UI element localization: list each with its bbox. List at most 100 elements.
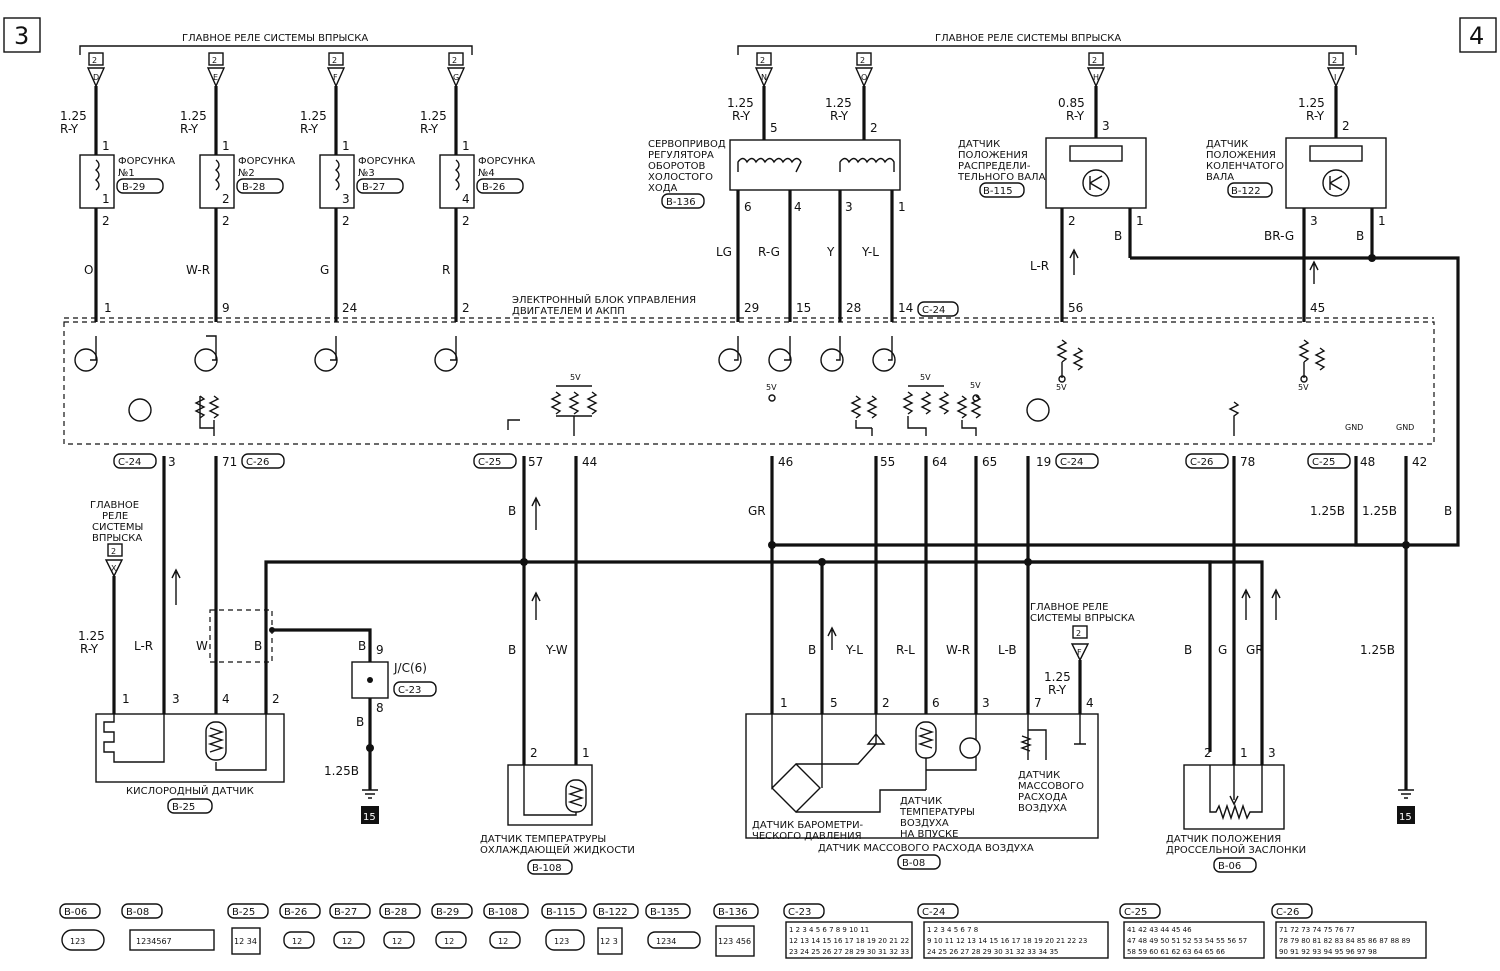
svg-text:2: 2 (92, 56, 97, 65)
coolant-temp-sensor: B B Y-W 2 1 ДАТЧИК ТЕМПЕРАТРУРЫ ОХЛАЖДАЮ… (480, 456, 635, 875)
injector-1: 2 D 1.25 R-Y 1 1 ФОРСУНКА №1 B-29 2 O 1 (60, 52, 175, 322)
svg-text:СИСТЕМЫ: СИСТЕМЫ (92, 522, 143, 533)
svg-text:ВОЗДУХА: ВОЗДУХА (900, 818, 949, 829)
svg-text:65: 65 (982, 455, 997, 469)
injector-number: №3 (358, 168, 375, 179)
svg-text:71 72 73 74 75 76 77: 71 72 73 74 75 76 77 (1279, 926, 1355, 934)
svg-text:B-26: B-26 (284, 907, 307, 918)
svg-text:B: B (1184, 643, 1192, 657)
svg-text:РАСХОДА: РАСХОДА (1018, 792, 1067, 803)
svg-text:R-Y: R-Y (830, 109, 849, 123)
ecu-box (63, 321, 1435, 445)
injector-title: ФОРСУНКА (238, 156, 295, 167)
svg-text:J/C(6): J/C(6) (393, 661, 427, 675)
svg-text:C-24: C-24 (118, 457, 141, 468)
svg-text:1234567: 1234567 (136, 937, 172, 946)
svg-text:B: B (808, 643, 816, 657)
relay-pin: E (213, 73, 218, 82)
svg-text:12 34: 12 34 (234, 937, 257, 946)
svg-text:1.25: 1.25 (1298, 96, 1325, 110)
camshaft-sensor: ДАТЧИК ПОЛОЖЕНИЯ РАСПРЕДЕЛИ- ТЕЛЬНОГО ВА… (957, 52, 1147, 322)
svg-text:5V: 5V (570, 373, 581, 382)
svg-text:2: 2 (1204, 746, 1212, 760)
svg-text:ТЕМПЕРАТУРЫ: ТЕМПЕРАТУРЫ (899, 807, 975, 818)
svg-text:B: B (358, 639, 366, 653)
idle-air-control: СЕРВОПРИВОД РЕГУЛЯТОРА ОБОРОТОВ ХОЛОСТОГ… (648, 52, 959, 322)
svg-text:1.25B: 1.25B (1362, 504, 1397, 518)
connector-view-B-29: B-29 12 (431, 903, 473, 949)
arrow-up-icon (827, 626, 837, 650)
page-number-right: 4 (1469, 22, 1484, 50)
svg-text:B-29: B-29 (436, 907, 459, 918)
pin-in: 1 (462, 139, 470, 153)
transistor-icon (872, 348, 896, 372)
svg-text:2: 2 (1068, 214, 1076, 228)
injector-3: 2 F 1.25 R-Y 1 3 ФОРСУНКА №3 B-27 2 G 24 (300, 52, 415, 322)
svg-text:B-108: B-108 (488, 907, 518, 918)
ecu-unit: ЭЛЕКТРОННЫЙ БЛОК УПРАВЛЕНИЯ ДВИГАТЕЛЕМ И… (63, 293, 1435, 445)
svg-text:ДРОССЕЛЬНОЙ ЗАСЛОНКИ: ДРОССЕЛЬНОЙ ЗАСЛОНКИ (1166, 843, 1306, 856)
svg-text:58 59 60 61 62 63 64 65 66: 58 59 60 61 62 63 64 65 66 (1127, 948, 1226, 956)
injector-number: №2 (238, 168, 255, 179)
sensor-body (1045, 137, 1147, 209)
injector-number: №4 (478, 168, 495, 179)
ecu-bottom-pins: C-24 3 71 C-26 C-25 57 44 46 55 64 65 19… (113, 453, 1427, 469)
svg-text:2: 2 (111, 547, 116, 556)
svg-text:78: 78 (1240, 455, 1255, 469)
iac-body (729, 139, 901, 191)
injector-number: №1 (118, 168, 135, 179)
transistor-icon (434, 348, 458, 372)
svg-text:B-135: B-135 (650, 907, 680, 918)
ecu-pin: 1 (104, 301, 112, 315)
svg-text:1.25B: 1.25B (1360, 643, 1395, 657)
connector-view-B-135: B-135 1234 (645, 903, 701, 949)
svg-text:Y-L: Y-L (861, 245, 879, 259)
svg-text:W: W (196, 639, 208, 653)
arrow-up-icon (1241, 588, 1251, 620)
connector-view-B-06: B-06 123 (59, 903, 105, 951)
svg-text:64: 64 (932, 455, 947, 469)
coil-icon (334, 159, 340, 191)
arrow-up-icon (1069, 248, 1079, 275)
injector-4: 2 G 1.25 R-Y 1 4 ФОРСУНКА №4 B-26 2 R 2 (420, 52, 535, 322)
connector-views: B-06 123 B-08 1234567 B-25 12 34 B-26 12… (59, 903, 1427, 959)
bridge-icon (771, 714, 821, 813)
pin-in: 1 (222, 139, 230, 153)
svg-text:123: 123 (554, 937, 569, 946)
wire-size: 1.25 (60, 109, 87, 123)
svg-text:3: 3 (1102, 119, 1110, 133)
wire-color-out: W-R (186, 263, 210, 277)
joint-connector: B 9 J/C(6) C-23 8 B 1.25B 15 (324, 639, 437, 824)
svg-text:3: 3 (1268, 746, 1276, 760)
svg-text:1: 1 (780, 696, 788, 710)
connector-id: B-136 (666, 197, 696, 208)
svg-text:B: B (1114, 229, 1122, 243)
transistor-icon (314, 348, 338, 372)
coil-pin: 3 (342, 192, 350, 206)
svg-text:42: 42 (1412, 455, 1427, 469)
svg-text:R-Y: R-Y (1066, 109, 1085, 123)
svg-text:R-G: R-G (758, 245, 780, 259)
relay-title-right: ГЛАВНОЕ РЕЛЕ СИСТЕМЫ ВПРЫСКА (935, 33, 1121, 44)
svg-text:2: 2 (1332, 56, 1337, 65)
connector-view-C-24: C-24 1 2 3 4 5 6 7 8 9 10 11 12 13 14 15… (917, 903, 1109, 959)
svg-text:28: 28 (846, 301, 861, 315)
svg-text:56: 56 (1068, 301, 1083, 315)
coil-icon (94, 159, 100, 191)
arrow-up-icon (531, 591, 541, 620)
svg-text:B: B (1356, 229, 1364, 243)
svg-text:46: 46 (778, 455, 793, 469)
ecu-resistors (194, 339, 1326, 436)
svg-text:12 3: 12 3 (600, 937, 618, 946)
svg-text:СЕРВОПРИВОД: СЕРВОПРИВОД (648, 139, 726, 150)
svg-text:H: H (1093, 73, 1099, 82)
connector-view-B-136: B-136 123 456 (713, 903, 759, 957)
svg-text:4: 4 (222, 692, 230, 706)
relay-title-left: ГЛАВНОЕ РЕЛЕ СИСТЕМЫ ВПРЫСКА (182, 33, 368, 44)
arrow-up-icon (531, 496, 541, 530)
pin-in: 1 (342, 139, 350, 153)
svg-text:GR: GR (1246, 643, 1264, 657)
coil-icon (839, 157, 895, 172)
connector-view-B-08: B-08 1234567 (121, 903, 215, 951)
